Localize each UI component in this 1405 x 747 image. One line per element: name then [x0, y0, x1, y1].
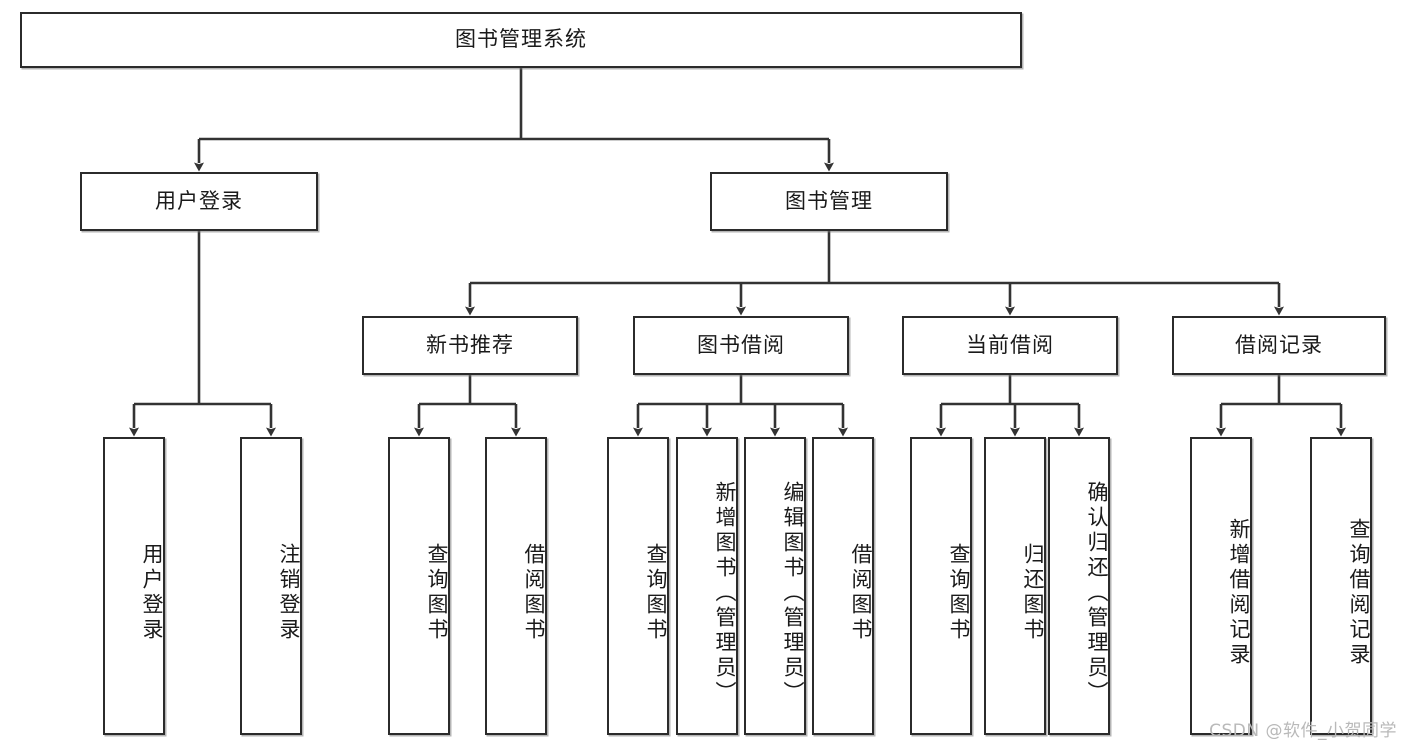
- node-user-login[interactable]: 用户登录: [80, 172, 318, 231]
- node-root[interactable]: 图书管理系统: [20, 12, 1022, 68]
- node-leaf-query-book-1[interactable]: 查询图书: [388, 437, 450, 735]
- node-label: 图书管理: [785, 188, 873, 213]
- node-leaf-add-record[interactable]: 新增借阅记录: [1190, 437, 1252, 735]
- node-borrow-record[interactable]: 借阅记录: [1172, 316, 1386, 375]
- node-label: 借阅图书: [849, 543, 873, 643]
- node-label: 新增借阅记录: [1227, 518, 1251, 668]
- csdn-watermark: CSDN @软件_小贺同学: [1209, 721, 1397, 741]
- node-label: 借阅记录: [1235, 332, 1323, 357]
- node-leaf-borrow-book-2[interactable]: 借阅图书: [812, 437, 874, 735]
- node-leaf-borrow-book-1[interactable]: 借阅图书: [485, 437, 547, 735]
- node-leaf-query-book-2[interactable]: 查询图书: [607, 437, 669, 735]
- node-leaf-edit-book[interactable]: 编辑图书（管理员）: [744, 437, 806, 735]
- node-new-book-rec[interactable]: 新书推荐: [362, 316, 578, 375]
- node-label: 借阅图书: [522, 543, 546, 643]
- node-leaf-confirm-return[interactable]: 确认归还（管理员）: [1048, 437, 1110, 735]
- node-book-borrow[interactable]: 图书借阅: [633, 316, 849, 375]
- node-label: 注销登录: [277, 543, 301, 643]
- node-label: 查询图书: [425, 543, 449, 643]
- node-leaf-return-book[interactable]: 归还图书: [984, 437, 1046, 735]
- node-label: 查询借阅记录: [1347, 518, 1371, 668]
- node-current-borrow[interactable]: 当前借阅: [902, 316, 1118, 375]
- node-label: 新书推荐: [426, 332, 514, 357]
- node-label: 编辑图书（管理员）: [781, 480, 805, 706]
- node-label: 当前借阅: [966, 332, 1054, 357]
- node-label: 用户登录: [140, 543, 164, 643]
- node-leaf-logout[interactable]: 注销登录: [240, 437, 302, 735]
- node-label: 归还图书: [1021, 543, 1045, 643]
- node-leaf-user-login[interactable]: 用户登录: [103, 437, 165, 735]
- node-label: 查询图书: [947, 543, 971, 643]
- node-leaf-query-record[interactable]: 查询借阅记录: [1310, 437, 1372, 735]
- node-label: 图书借阅: [697, 332, 785, 357]
- node-book-manage[interactable]: 图书管理: [710, 172, 948, 231]
- node-label: 新增图书（管理员）: [713, 480, 737, 706]
- node-leaf-query-book-3[interactable]: 查询图书: [910, 437, 972, 735]
- node-label: 确认归还（管理员）: [1085, 480, 1109, 706]
- node-label: 用户登录: [155, 188, 243, 213]
- node-label: 图书管理系统: [455, 27, 587, 52]
- node-leaf-add-book[interactable]: 新增图书（管理员）: [676, 437, 738, 735]
- node-label: 查询图书: [644, 543, 668, 643]
